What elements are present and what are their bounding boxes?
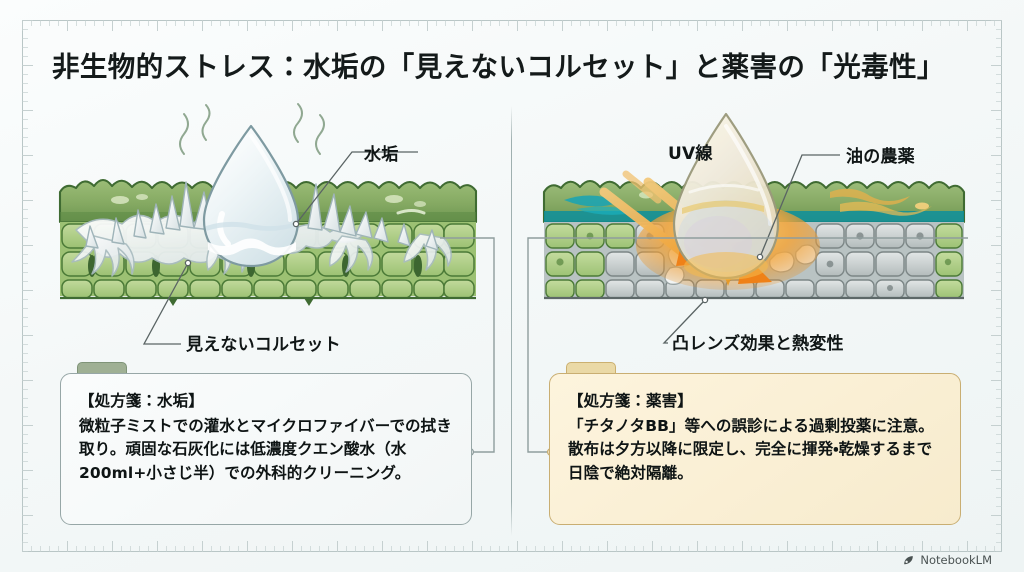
label-invisible-corset: 見えないコルセット	[186, 335, 341, 355]
prescription-body-right: 「チタノタBB」等への誤診による過剰投薬に注意。散布は夕方以降に限定し、完全に揮…	[568, 416, 934, 482]
illustration-photo-toxicity	[530, 96, 982, 356]
card-body-right: 【処方箋：薬害】 「チタノタBB」等への誤診による過剰投薬に注意。散布は夕方以降…	[549, 373, 961, 525]
label-water-scale: 水垢	[364, 145, 399, 165]
ruler-ticks-left	[22, 20, 34, 552]
panel-divider	[511, 106, 513, 536]
evaporation-wisps	[179, 103, 325, 155]
water-droplet	[202, 124, 300, 268]
label-oil-pesticide: 油の農薬	[846, 147, 915, 167]
page-title: 非生物的ストレス：水垢の「見えないコルセット」と薬害の「光毒性」	[52, 51, 945, 83]
prescription-heading-left: 【処方箋：水垢】	[79, 392, 204, 410]
panel-left-water-scale	[46, 96, 496, 396]
notebooklm-logo-icon	[904, 555, 914, 564]
label-uv-rays: UV線	[668, 144, 713, 164]
ruler-ticks-top	[22, 20, 1002, 32]
ruler-ticks-bottom	[22, 540, 1002, 552]
prescription-body-left: 微粒子ミストでの灌水とマイクロファイバーでの拭き取り。頑固な石灰化には低濃度クエ…	[79, 416, 452, 482]
card-body-left: 【処方箋：水垢】 微粒子ミストでの灌水とマイクロファイバーでの拭き取り。頑固な石…	[60, 373, 472, 525]
watermark-label: NotebookLM	[920, 553, 992, 567]
prescription-heading-right: 【処方箋：薬害】	[568, 392, 693, 410]
notebooklm-watermark: NotebookLM	[902, 553, 992, 567]
label-lens-effect: 凸レンズ効果と熱変性	[672, 334, 844, 354]
illustration-water-scale	[46, 96, 496, 356]
ruler-ticks-right	[990, 20, 1002, 552]
